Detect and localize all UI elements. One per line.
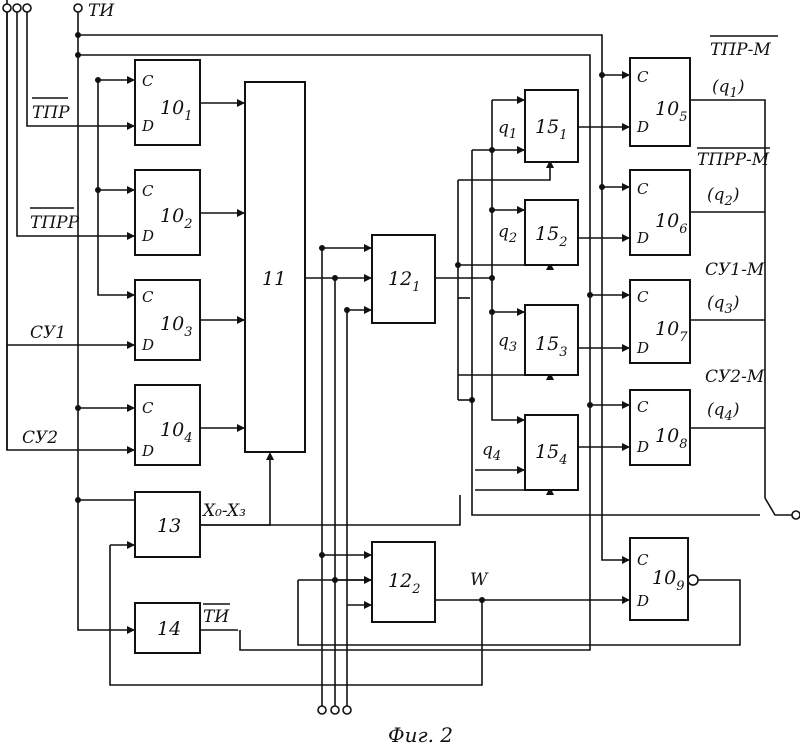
svg-text:13: 13 <box>157 515 181 537</box>
label-w: W <box>470 570 489 590</box>
block-12-1: 121 <box>372 235 435 323</box>
output-label-4: СУ2-М <box>705 367 765 387</box>
block-12-2: 122 <box>372 542 435 622</box>
label-ti-bar: ТИ <box>203 607 230 627</box>
label-x03: X₀-X₃ <box>201 501 246 521</box>
svg-text:D: D <box>636 229 649 247</box>
output-label-3-q: (q3) <box>707 293 739 317</box>
q-labels: q1 q2 q3 q4 <box>482 118 517 464</box>
block-15-3: 153 <box>525 305 578 375</box>
svg-text:C: C <box>637 68 649 86</box>
block-10-8: C D 108 <box>630 390 690 465</box>
svg-text:C: C <box>637 180 649 198</box>
output-label-3: СУ1-М <box>705 260 765 280</box>
block-10-6: C D 106 <box>630 170 690 255</box>
svg-text:D: D <box>636 339 649 357</box>
label-q2: q2 <box>498 222 517 246</box>
svg-text:C: C <box>142 288 154 306</box>
label-su1: СУ1 <box>30 323 66 343</box>
block-10-1: C D 101 <box>135 60 200 145</box>
svg-text:11: 11 <box>262 268 286 290</box>
label-ti: ТИ <box>88 1 115 21</box>
label-su2: СУ2 <box>22 428 58 448</box>
block-10-7: C D 107 <box>630 280 690 363</box>
label-tpr: ТПР <box>32 103 70 123</box>
block-15-4: 154 <box>525 415 578 490</box>
block-13: 13 <box>135 492 200 557</box>
output-label-1-q: (q1) <box>712 77 744 101</box>
svg-text:C: C <box>142 399 154 417</box>
output-label-2-q: (q2) <box>707 185 739 209</box>
output-label-4-q: (q4) <box>707 400 739 424</box>
block-15-2: 152 <box>525 200 578 265</box>
svg-text:C: C <box>142 182 154 200</box>
block-15-1: 151 <box>525 90 578 162</box>
block-10-4: C D 104 <box>135 385 200 465</box>
label-q3: q3 <box>498 331 517 355</box>
block-10-3: C D 103 <box>135 280 200 360</box>
block-10-9: C D 109 <box>630 538 688 620</box>
label-q1: q1 <box>498 118 517 142</box>
figure-caption: Фиг. 2 <box>388 723 453 747</box>
block-11: 11 <box>245 82 305 452</box>
svg-text:C: C <box>142 72 154 90</box>
svg-text:C: C <box>637 288 649 306</box>
block-10-5: C D 105 <box>630 58 690 146</box>
output-label-2: ТПРР-М <box>697 150 770 170</box>
block-10-2: C D 102 <box>135 170 200 255</box>
output-labels: ТПР-М (q1) ТПРР-М (q2) СУ1-М (q3) СУ2-М … <box>697 36 778 424</box>
svg-text:D: D <box>141 227 154 245</box>
svg-text:C: C <box>637 398 649 416</box>
label-q4: q4 <box>482 440 501 464</box>
svg-text:D: D <box>141 442 154 460</box>
svg-text:14: 14 <box>157 618 181 640</box>
svg-text:D: D <box>636 592 649 610</box>
label-tprr: ТПРР <box>30 213 80 233</box>
svg-text:D: D <box>141 336 154 354</box>
svg-text:D: D <box>636 118 649 136</box>
output-label-1: ТПР-М <box>710 40 771 60</box>
svg-text:D: D <box>141 117 154 135</box>
svg-text:D: D <box>636 438 649 456</box>
svg-text:C: C <box>637 551 649 569</box>
block-14: 14 <box>135 603 200 653</box>
